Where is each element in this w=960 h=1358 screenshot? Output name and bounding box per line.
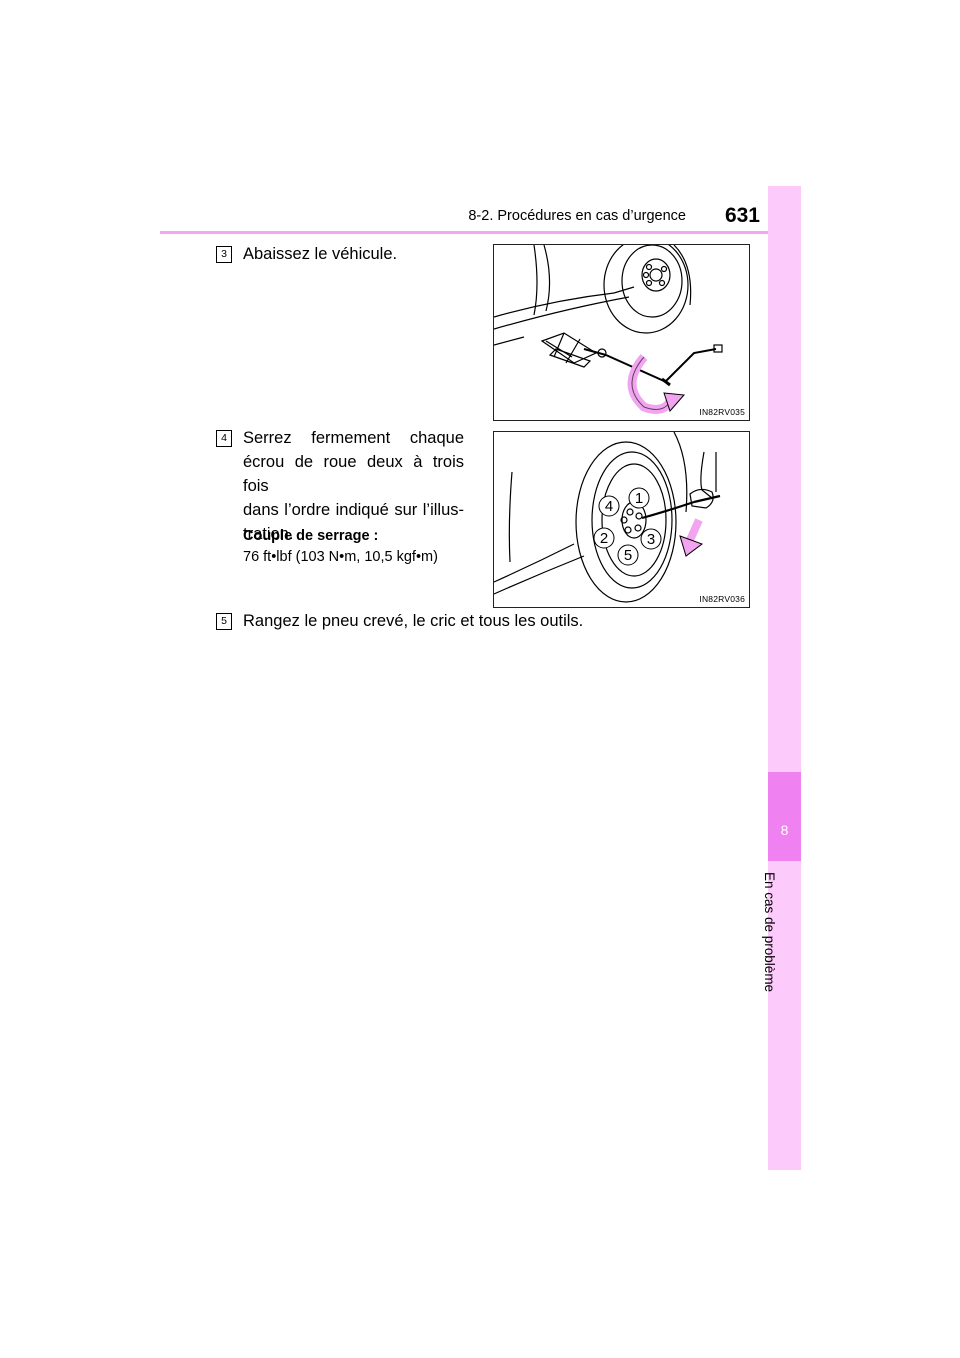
section-title: 8-2. Procédures en cas d’urgence bbox=[468, 208, 686, 224]
nut-order-label: 5 bbox=[624, 547, 632, 564]
figure-code: IN82RV035 bbox=[699, 407, 745, 417]
nut-order-label: 3 bbox=[647, 531, 655, 548]
chapter-tab bbox=[768, 772, 801, 861]
chapter-title-vertical: En cas de problème bbox=[762, 872, 796, 1002]
step-3-text: Abaissez le véhicule. bbox=[243, 245, 398, 263]
chapter-number: 8 bbox=[780, 822, 789, 838]
header-rule bbox=[160, 231, 800, 234]
step-4-line: tration. bbox=[243, 525, 294, 543]
side-tab bbox=[768, 186, 801, 1170]
step-5-text: Rangez le pneu crevé, le cric et tous le… bbox=[243, 612, 584, 630]
figure-code: IN82RV036 bbox=[699, 594, 745, 604]
figure-tighten-nuts: 1 2 3 4 5 IN82RV036 bbox=[493, 431, 750, 608]
torque-label: Couple de serrage : bbox=[243, 528, 379, 544]
torque-value: 76 ft•lbf (103 N•m, 10,5 kgf•m) bbox=[243, 549, 438, 565]
jack-illustration bbox=[493, 236, 723, 414]
wheel-nuts-illustration: 1 2 3 4 5 bbox=[493, 431, 721, 603]
step-number-badge: 4 bbox=[216, 430, 232, 447]
step-number-badge: 3 bbox=[216, 246, 232, 263]
step-4-text: Serrez fermement chaque écrou de roue de… bbox=[243, 426, 464, 546]
nut-order-label: 1 bbox=[635, 490, 643, 507]
step-4-line: écrou de roue deux à trois fois bbox=[243, 453, 464, 495]
page-number: 631 bbox=[724, 204, 760, 227]
step-4-line: dans l’ordre indiqué sur l’illus- bbox=[243, 501, 464, 519]
nut-order-label: 4 bbox=[605, 498, 613, 515]
figure-lower-vehicle: IN82RV035 bbox=[493, 236, 750, 421]
nut-order-label: 2 bbox=[600, 530, 608, 547]
step-4-line: Serrez fermement chaque bbox=[243, 429, 464, 447]
step-number-badge: 5 bbox=[216, 613, 232, 630]
chapter-title: En cas de problème bbox=[762, 872, 777, 993]
